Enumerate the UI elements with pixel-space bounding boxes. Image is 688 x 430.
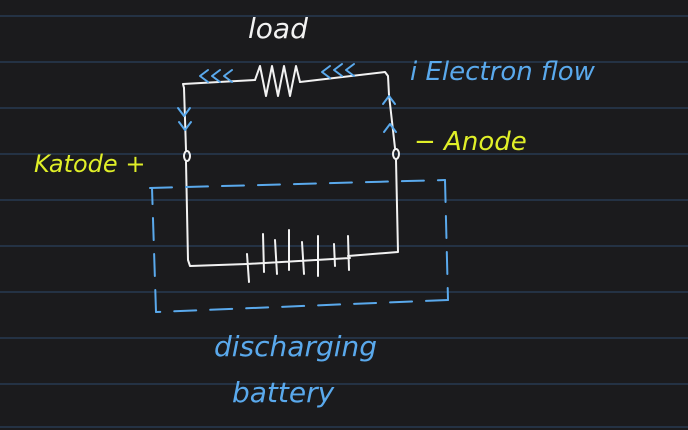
resistor-symbol bbox=[254, 65, 301, 97]
load-label: load bbox=[248, 12, 308, 45]
circuit-wire bbox=[182, 65, 399, 283]
discharging-label: discharging bbox=[214, 330, 377, 363]
anode-label: − Anode bbox=[414, 127, 527, 157]
anode-terminal bbox=[392, 148, 400, 160]
ruled-lines bbox=[0, 15, 688, 428]
cathode-terminal bbox=[183, 150, 191, 162]
electron-flow-arrows bbox=[177, 63, 397, 133]
electron-flow-label: i Electron flow bbox=[410, 57, 596, 87]
cathode-label: Katode + bbox=[34, 150, 145, 178]
battery-cells bbox=[246, 229, 351, 283]
terminals bbox=[183, 148, 400, 162]
battery-enclosure bbox=[149, 179, 449, 313]
battery-label: battery bbox=[232, 376, 335, 409]
